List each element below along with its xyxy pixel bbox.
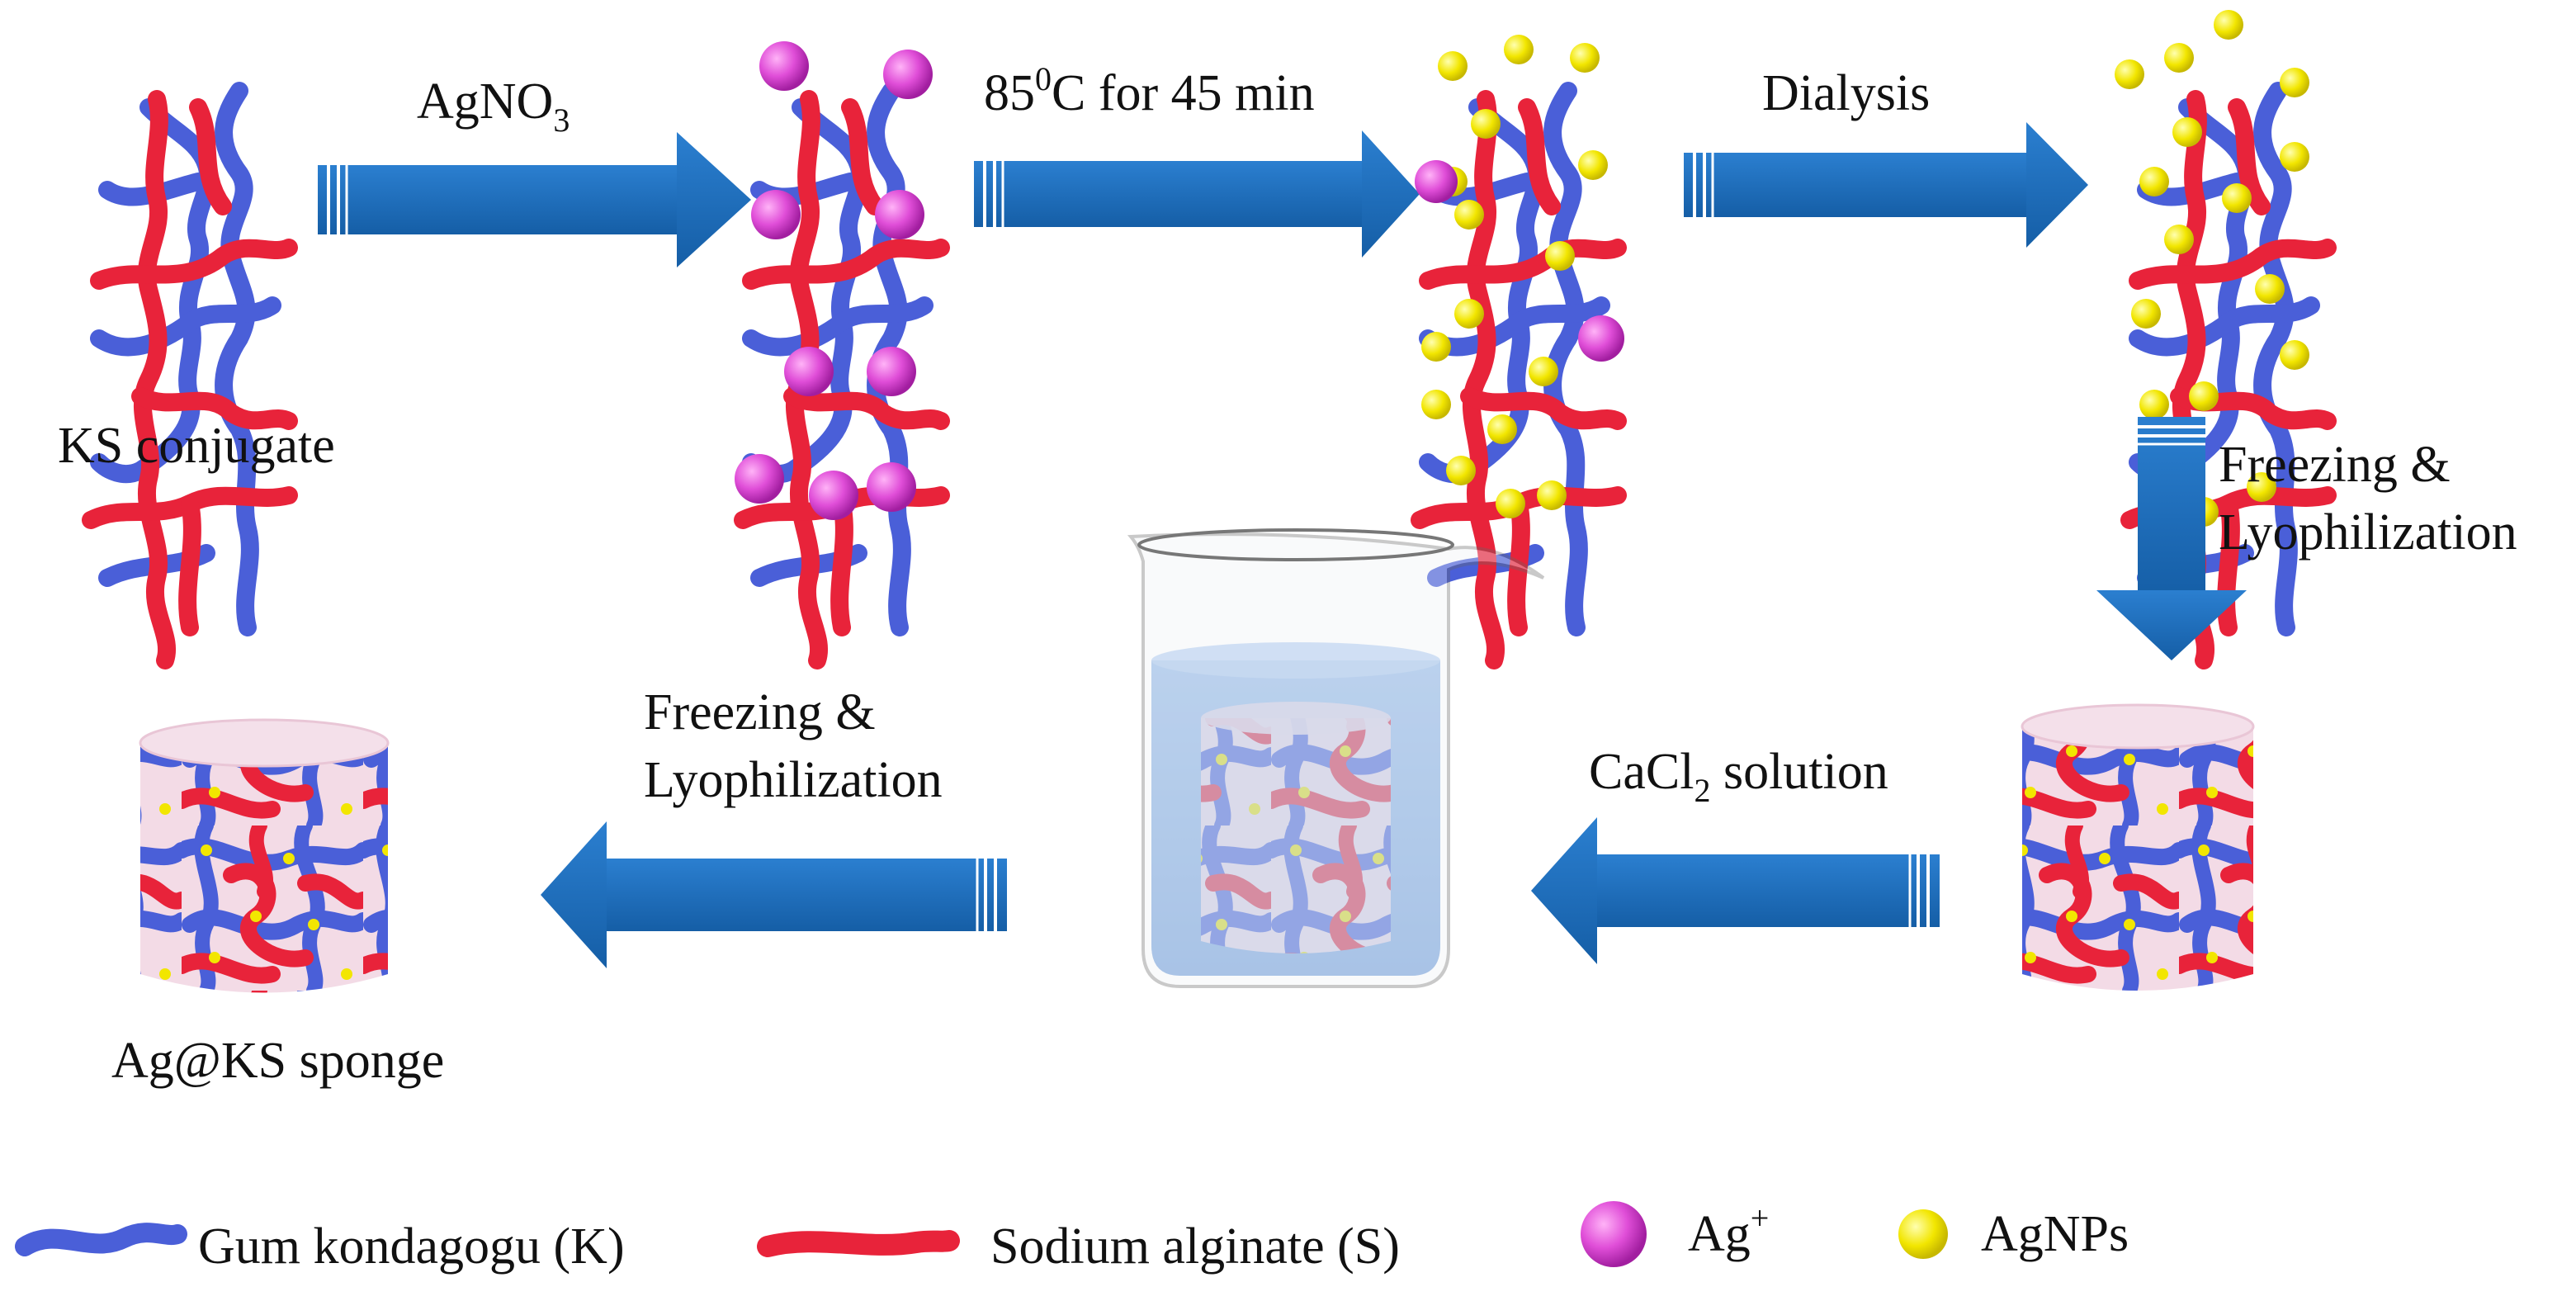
legend-gum-kondagogu: Gum kondagogu (K) [15, 1218, 625, 1275]
ag-ion-dot [867, 462, 916, 512]
label-freezing-1-line1: Freezing & [2219, 437, 2451, 493]
arrow-freezing-left [541, 821, 1007, 968]
ag-ion-dot [875, 190, 924, 239]
legend: Gum kondagogu (K) Sodium alginate (S) Ag… [15, 1199, 2129, 1275]
label-cacl2: CaCl2 solution [1589, 744, 1888, 809]
ag-ion-dot [867, 347, 916, 396]
arrow-dialysis [1684, 122, 2088, 248]
ag-ion-dot [751, 190, 801, 239]
legend-agnps: AgNPs [1898, 1206, 2129, 1262]
label-freezing-2-line1: Freezing & [644, 684, 876, 740]
arrow-freezing-down [2096, 417, 2247, 660]
ag-ion-dot [883, 50, 933, 99]
ag-ion-dot [759, 41, 809, 91]
label-ks-conjugate: KS conjugate [58, 418, 335, 474]
label-agno3: AgNO3 [417, 73, 570, 139]
molecule-full-agnps [2115, 10, 2328, 660]
svg-text:Gum kondagogu (K): Gum kondagogu (K) [198, 1218, 625, 1275]
molecule-with-ag-ions [735, 41, 941, 660]
ks-conjugate-molecule [91, 91, 289, 660]
label-ag-ks-sponge: Ag@KS sponge [111, 1033, 444, 1089]
legend-ag-ion: Ag+ [1581, 1199, 1769, 1267]
ag-ion-dot [809, 471, 858, 520]
ag-ks-sponge [139, 718, 390, 993]
ag-ion-dot [784, 347, 834, 396]
legend-sodium-alginate: Sodium alginate (S) [757, 1218, 1400, 1275]
ag-ion-dot [735, 454, 784, 504]
arrow-heating [974, 130, 1420, 258]
label-dialysis: Dialysis [1762, 65, 1930, 121]
molecule-partial-agnps [1415, 35, 1624, 660]
svg-text:AgNPs: AgNPs [1981, 1206, 2129, 1262]
label-heating: 850C for 45 min [984, 60, 1315, 121]
sponge-precursor [2021, 703, 2255, 991]
label-freezing-2-line2: Lyophilization [644, 752, 943, 808]
svg-text:Sodium alginate (S): Sodium alginate (S) [990, 1218, 1400, 1275]
beaker-cacl2-bath [1127, 528, 1545, 988]
label-freezing-1-line2: Lyophilization [2219, 504, 2517, 561]
arrow-cacl2 [1531, 817, 1940, 964]
svg-text:Ag+: Ag+ [1688, 1199, 1769, 1262]
arrow-agno3 [318, 132, 751, 267]
